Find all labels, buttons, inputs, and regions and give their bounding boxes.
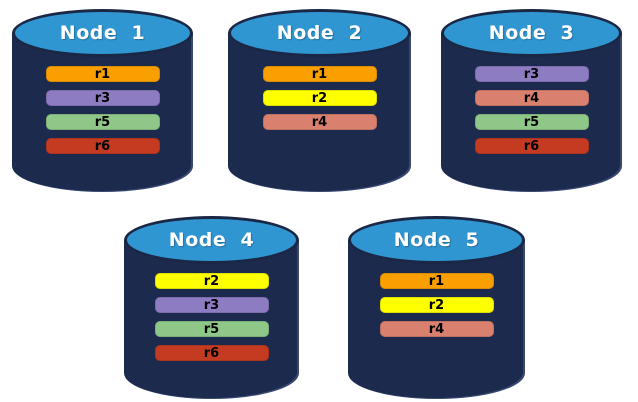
node-label: Node 2 xyxy=(276,22,363,44)
node-cylinder: Node 1 r1 r3 r5 r6 xyxy=(12,9,193,192)
replica-bar: r3 xyxy=(45,90,160,106)
replica-label: r1 xyxy=(94,66,111,82)
replica-label: r5 xyxy=(523,114,540,130)
cylinder-body xyxy=(441,33,622,192)
replica-list: r1 r2 r4 xyxy=(348,273,525,337)
node-label: Node 3 xyxy=(488,22,575,44)
replica-bar: r5 xyxy=(154,321,269,337)
replica-label: r1 xyxy=(428,273,445,289)
replica-bar: r5 xyxy=(474,114,589,130)
cylinder-body xyxy=(228,33,411,192)
cylinder-top-ellipse: Node 2 xyxy=(228,9,411,57)
replica-bar: r3 xyxy=(154,297,269,313)
cylinder-body xyxy=(12,33,193,192)
node-cylinder: Node 3 r3 r4 r5 r6 xyxy=(441,9,622,192)
replica-label: r5 xyxy=(203,321,220,337)
replica-bar: r6 xyxy=(45,138,160,154)
replica-label: r6 xyxy=(94,138,111,154)
replica-label: r3 xyxy=(523,66,540,82)
replica-label: r6 xyxy=(203,345,220,361)
node-cylinder: Node 2 r1 r2 r4 xyxy=(228,9,411,192)
replica-list: r1 r2 r4 xyxy=(228,66,411,130)
cylinder-body xyxy=(124,240,299,399)
node-label: Node 5 xyxy=(393,229,480,251)
replica-bar: r3 xyxy=(474,66,589,82)
replica-bar: r1 xyxy=(379,273,494,289)
replica-bar: r4 xyxy=(474,90,589,106)
node-label: Node 1 xyxy=(59,22,146,44)
replica-label: r2 xyxy=(311,90,328,106)
replica-label: r4 xyxy=(428,321,445,337)
node-cylinder: Node 4 r2 r3 r5 r6 xyxy=(124,216,299,399)
replica-bar: r4 xyxy=(262,114,377,130)
replica-label: r3 xyxy=(203,297,220,313)
replica-bar: r2 xyxy=(379,297,494,313)
replica-label: r4 xyxy=(523,90,540,106)
replica-bar: r1 xyxy=(262,66,377,82)
replica-bar: r2 xyxy=(154,273,269,289)
cylinder-top-ellipse: Node 4 xyxy=(124,216,299,264)
replica-label: r4 xyxy=(311,114,328,130)
replica-label: r5 xyxy=(94,114,111,130)
replica-label: r2 xyxy=(203,273,220,289)
node-label: Node 4 xyxy=(168,229,255,251)
replica-label: r2 xyxy=(428,297,445,313)
replica-list: r3 r4 r5 r6 xyxy=(441,66,622,154)
replica-bar: r6 xyxy=(474,138,589,154)
replica-bar: r6 xyxy=(154,345,269,361)
replica-list: r1 r3 r5 r6 xyxy=(12,66,193,154)
replica-bar: r4 xyxy=(379,321,494,337)
cylinder-top-ellipse: Node 3 xyxy=(441,9,622,57)
replica-list: r2 r3 r5 r6 xyxy=(124,273,299,361)
replica-label: r1 xyxy=(311,66,328,82)
cylinder-body xyxy=(348,240,525,399)
replica-bar: r1 xyxy=(45,66,160,82)
cylinder-top-ellipse: Node 5 xyxy=(348,216,525,264)
replica-bar: r2 xyxy=(262,90,377,106)
replica-label: r6 xyxy=(523,138,540,154)
replica-label: r3 xyxy=(94,90,111,106)
node-cylinder: Node 5 r1 r2 r4 xyxy=(348,216,525,399)
replica-bar: r5 xyxy=(45,114,160,130)
cylinder-top-ellipse: Node 1 xyxy=(12,9,193,57)
